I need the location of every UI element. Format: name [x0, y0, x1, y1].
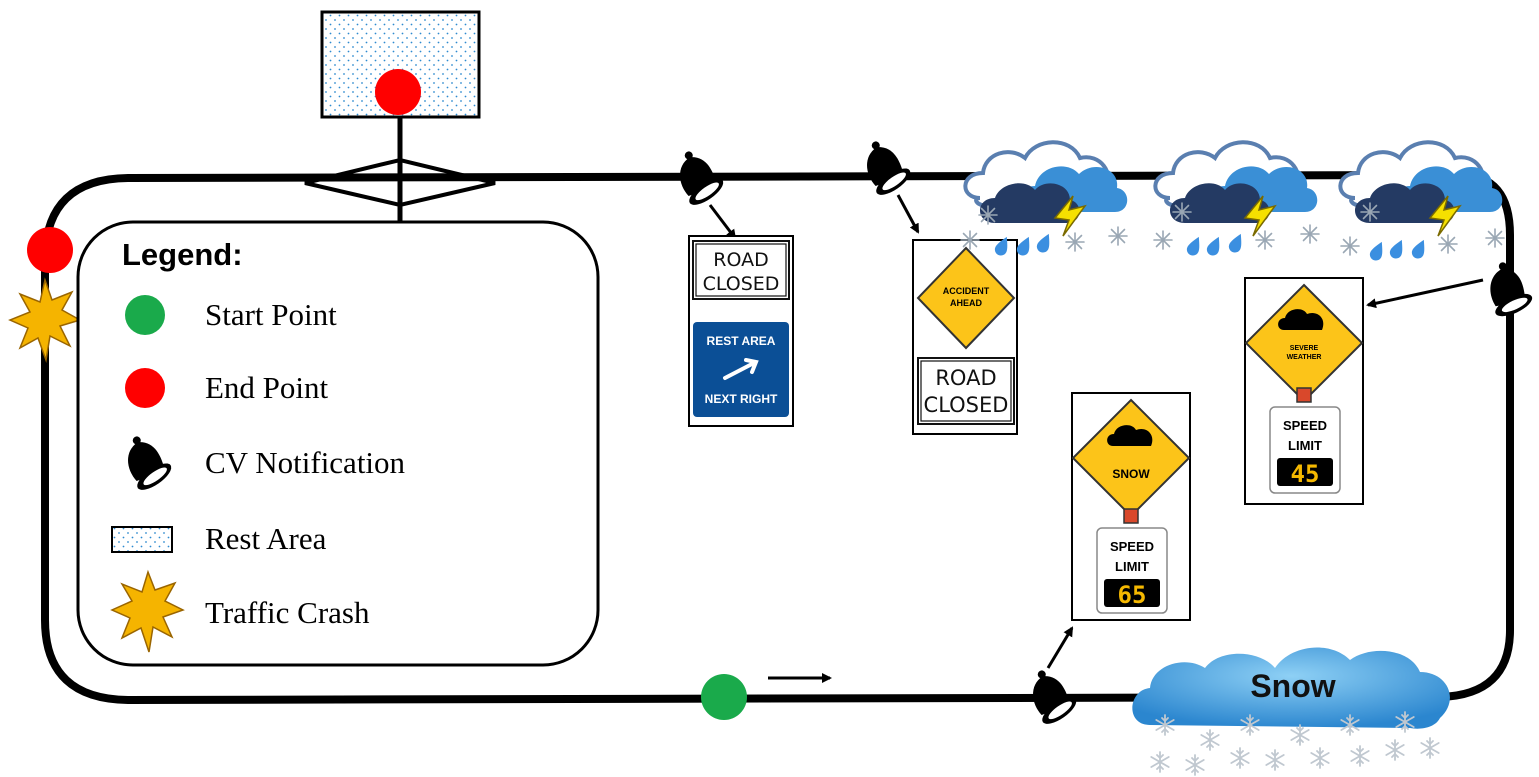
sleet-icon — [1173, 203, 1191, 221]
raindrop-icon — [1388, 237, 1407, 260]
sleet-icon — [1361, 203, 1379, 221]
snowflake-icon — [1421, 738, 1438, 758]
sleet-icon — [1109, 227, 1127, 245]
end-point-crash — [27, 227, 73, 273]
snowflake-icon — [1386, 740, 1403, 760]
storm-cloud-icon-3 — [1340, 142, 1502, 236]
storm-cloud-icon-2 — [1155, 142, 1317, 236]
arrow-bell4-to-sign — [1048, 628, 1072, 668]
crash-explosion-icon — [10, 280, 80, 360]
sleet-icon — [961, 231, 979, 249]
raindrop-icon — [1035, 231, 1054, 254]
road-closed-2-line2: CLOSED — [924, 393, 1009, 417]
accident-line1: ACCIDENT — [943, 286, 990, 296]
legend-end-label: End Point — [205, 370, 329, 405]
raindrop-icon — [1185, 234, 1204, 257]
rest-area-sign-line2: NEXT RIGHT — [705, 392, 778, 406]
flasher-light — [1124, 509, 1138, 523]
legend-cv-label: CV Notification — [205, 445, 406, 480]
snow-sign-label: SNOW — [1112, 467, 1150, 481]
sleet-icon — [1341, 237, 1359, 255]
road-closed-1-line1: ROAD — [713, 249, 768, 271]
snowflake-icon — [1266, 750, 1283, 770]
road-closed-2-line1: ROAD — [935, 366, 996, 390]
raindrop-icon — [1368, 239, 1387, 262]
road-closed-1-line2: CLOSED — [703, 273, 780, 295]
legend-title: Legend: — [122, 237, 243, 272]
sleet-icon — [1301, 225, 1319, 243]
speed45-line2: LIMIT — [1288, 438, 1322, 453]
sleet-icon — [1439, 235, 1457, 253]
snowflake-icon — [1351, 746, 1368, 766]
severe-line1: SEVERE — [1290, 345, 1319, 352]
legend-crash-label: Traffic Crash — [205, 595, 370, 630]
snowflake-icon — [1201, 730, 1218, 750]
snowflake-icon — [1311, 748, 1328, 768]
speed45-value: 45 — [1291, 460, 1320, 488]
snowflake-icon — [1231, 748, 1248, 768]
raindrop-icon — [1227, 231, 1246, 254]
snow-cloud-label: Snow — [1250, 668, 1335, 704]
legend-end-icon — [125, 368, 165, 408]
storm-weather-zone — [961, 142, 1504, 262]
snow-weather-zone: Snow — [1132, 648, 1450, 775]
raindrop-icon — [1410, 237, 1429, 260]
arrow-bell3-to-sign — [1368, 280, 1483, 305]
legend-rest-area-icon — [112, 527, 172, 552]
sleet-icon — [1066, 233, 1084, 251]
snowflake-icon — [1186, 755, 1203, 775]
speed65-line2: LIMIT — [1115, 559, 1149, 574]
sleet-icon — [1256, 231, 1274, 249]
raindrop-icon — [1205, 234, 1224, 257]
snowflake-icon — [1291, 725, 1308, 745]
sleet-icon — [979, 206, 997, 224]
legend-start-icon — [125, 295, 165, 335]
severe-line2: WEATHER — [1287, 354, 1322, 361]
arrow-bell1-to-sign — [710, 205, 735, 238]
accident-line2: AHEAD — [950, 298, 983, 308]
end-point-rest-area — [375, 69, 421, 115]
storm-cloud-icon-1 — [965, 142, 1127, 236]
snowflake-icon — [1151, 752, 1168, 772]
flasher-light-2 — [1297, 388, 1311, 402]
speed65-value: 65 — [1118, 581, 1147, 609]
sleet-icon — [1154, 231, 1172, 249]
start-point — [701, 674, 747, 720]
speed65-line1: SPEED — [1110, 539, 1154, 554]
arrow-bell2-to-sign — [898, 195, 918, 232]
cv-notification-bell-icon-2 — [858, 133, 918, 201]
speed45-line1: SPEED — [1283, 418, 1327, 433]
legend-rest-area-label: Rest Area — [205, 521, 327, 556]
sleet-icon — [1486, 229, 1504, 247]
rest-area-sign-line1: REST AREA — [707, 334, 776, 348]
legend-start-label: Start Point — [205, 297, 337, 332]
